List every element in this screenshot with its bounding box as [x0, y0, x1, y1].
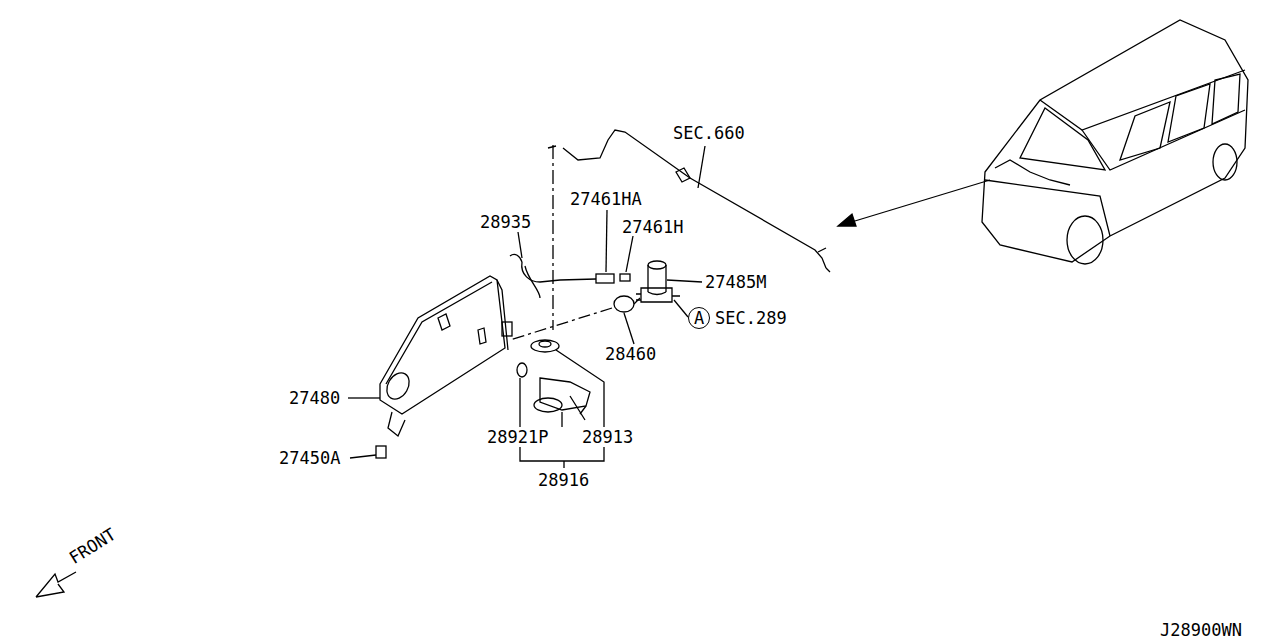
part-number: 28935 [480, 212, 531, 232]
filler-cap [539, 341, 551, 347]
part-number: 27485M [705, 272, 766, 292]
leader-line [674, 300, 688, 317]
section-reference: SEC.660 [673, 123, 745, 143]
part-number: 28913 [582, 427, 633, 447]
level-sensor [570, 396, 586, 420]
part-number: 27461H [622, 217, 683, 237]
pump-body [641, 288, 672, 302]
tank-mount [388, 412, 405, 436]
center-line-tick [548, 146, 556, 148]
pump-motor [648, 292, 666, 295]
direction-label: FRONT [65, 524, 119, 568]
center-line [552, 145, 553, 330]
part-number: 27450A [279, 448, 340, 468]
leader-line [606, 210, 607, 272]
washer-hose [525, 266, 540, 298]
leader-line [519, 378, 520, 427]
part-number: 28916 [538, 470, 589, 490]
hose-clip [676, 168, 690, 182]
leader-line [350, 455, 376, 458]
leader-line [556, 350, 604, 427]
part-number: 27480 [289, 388, 340, 408]
diagram-code: J28900WN [1160, 620, 1242, 640]
hose-joint [596, 274, 614, 283]
washer-tank [380, 276, 505, 414]
front-arrow [36, 572, 76, 597]
washer-tank-edge [386, 282, 492, 384]
assembly-line [510, 308, 612, 340]
washer-hose [563, 130, 826, 268]
level-sensor [540, 378, 590, 410]
leader-line [624, 313, 634, 344]
vehicle-sketch [982, 20, 1248, 264]
section-reference: SEC.289 [715, 308, 787, 328]
washer-hose [522, 262, 596, 282]
section-circle: ASEC.289 [688, 307, 710, 329]
washer-tank-edge [497, 280, 508, 350]
pointer-arrow [845, 180, 990, 224]
part-number: 27461HA [570, 189, 642, 209]
leader-line [561, 412, 562, 427]
clip-27450a [376, 446, 386, 458]
circle-letter: A [689, 308, 709, 328]
tank-detail [438, 314, 486, 344]
leader-line [348, 397, 380, 398]
hose-end [510, 254, 522, 262]
part-number: 28921P [487, 427, 548, 447]
part-number: 28460 [605, 344, 656, 364]
check-valve [620, 274, 630, 281]
leader-line [698, 146, 705, 188]
leader-line [667, 280, 702, 282]
level-sensor [534, 398, 562, 412]
hose-end [818, 248, 830, 272]
leader-line [518, 232, 522, 258]
o-ring [517, 363, 527, 377]
filler-cap [531, 340, 559, 352]
pump-motor [648, 261, 666, 269]
pointer-arrowhead [838, 214, 856, 226]
pump-port [636, 294, 680, 300]
grommet [634, 298, 640, 304]
tank-bracket [502, 322, 512, 336]
group-bracket [520, 447, 604, 468]
leader-line [626, 236, 633, 272]
tank-inlet [382, 369, 413, 403]
grommet [614, 296, 634, 312]
